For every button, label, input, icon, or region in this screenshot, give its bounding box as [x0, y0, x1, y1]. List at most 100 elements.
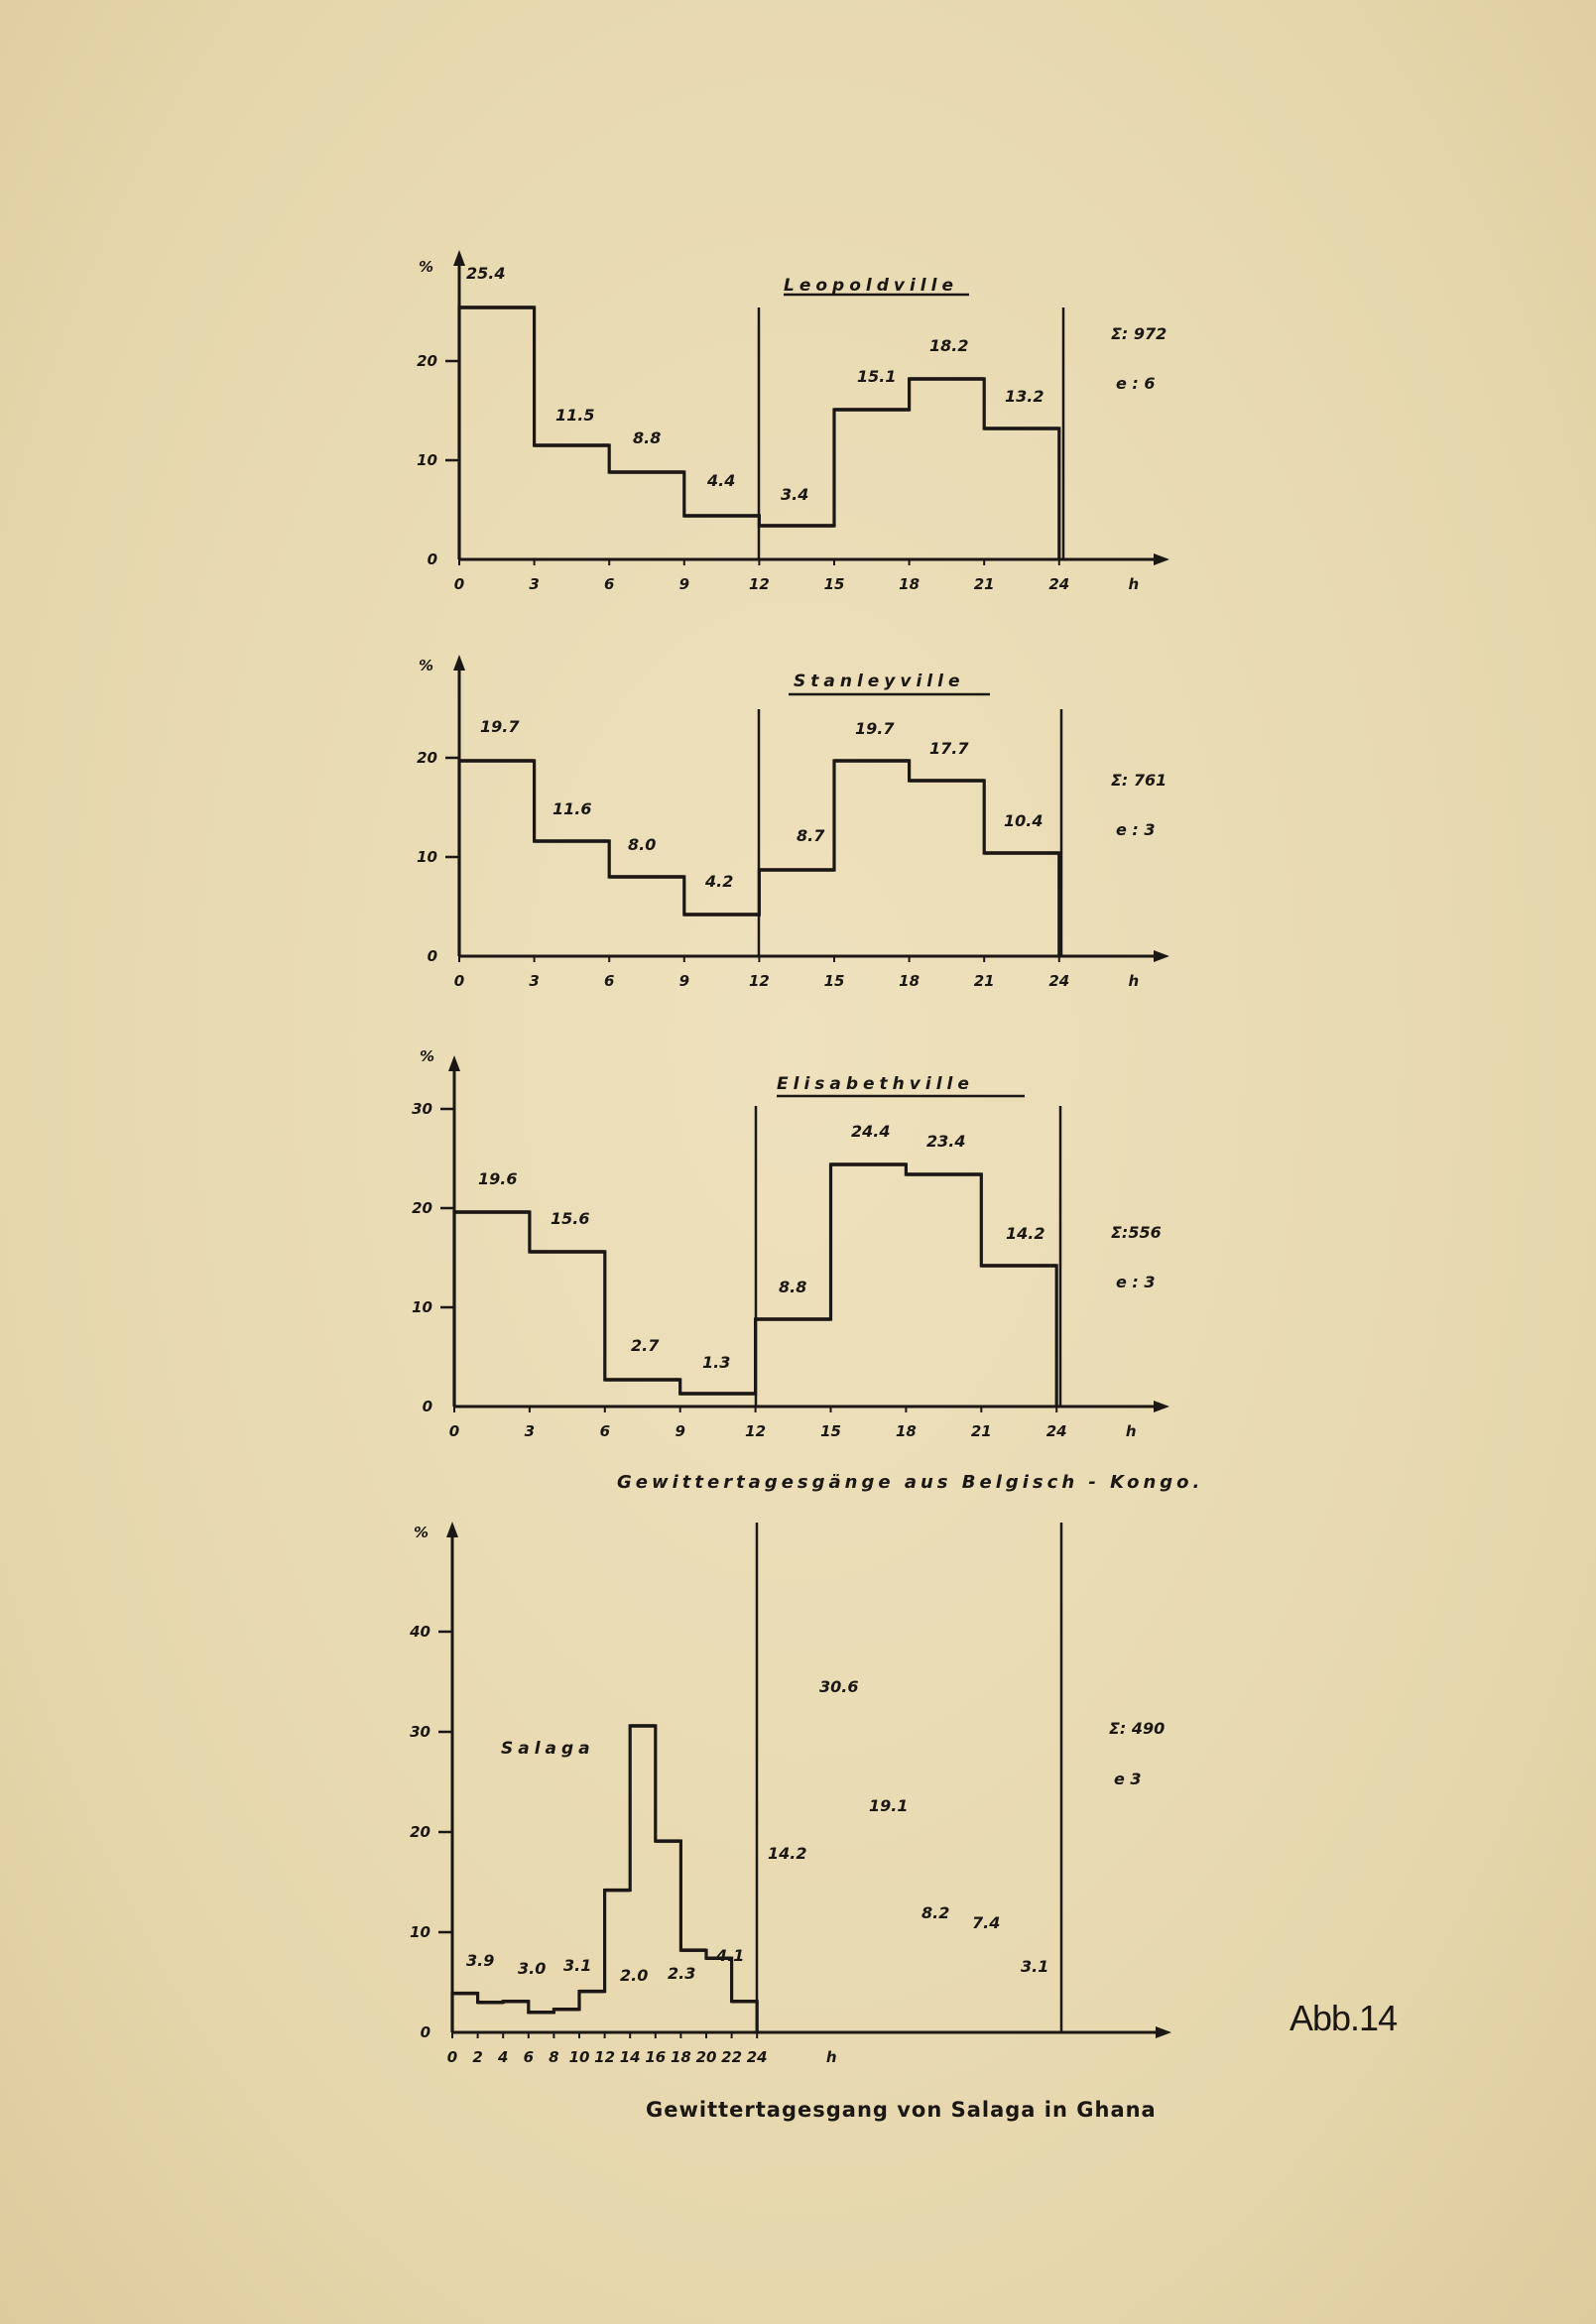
x-tick-label: 18	[899, 575, 920, 593]
x-tick-label: 10	[569, 2048, 590, 2066]
data-label: 2.7	[631, 1336, 660, 1355]
x-tick-label: 0	[454, 972, 464, 990]
x-tick-label: 6	[524, 2048, 534, 2066]
data-label: 7.4	[972, 1913, 1000, 1932]
x-tick-label: 6	[604, 575, 614, 593]
y-tick-label: 0	[421, 2023, 430, 2041]
x-axis-arrow	[1156, 2026, 1171, 2038]
x-tick-label: 24	[1048, 575, 1069, 593]
data-label: 13.2	[1005, 387, 1044, 406]
y-axis-arrow	[446, 1522, 458, 1537]
data-label: 15.1	[857, 367, 896, 386]
data-label: 11.6	[552, 799, 591, 818]
x-axis-arrow	[1154, 950, 1169, 962]
x-tick-label: 21	[971, 1422, 992, 1440]
x-tick-label: 15	[820, 1422, 841, 1440]
x-axis-unit-label: h	[1128, 575, 1139, 593]
chart-title: Salaga	[501, 1739, 595, 1759]
sigma-label: Σ: 490	[1109, 1719, 1165, 1738]
x-tick-label: 24	[1048, 972, 1069, 990]
x-tick-label: 18	[899, 972, 920, 990]
x-axis-arrow	[1154, 553, 1169, 565]
data-label: 8.2	[921, 1903, 949, 1922]
data-label: 11.5	[555, 406, 594, 425]
data-label: 23.4	[926, 1132, 965, 1151]
x-tick-label: 15	[824, 972, 845, 990]
y-tick-label: 10	[417, 451, 437, 469]
data-label: 4.4	[706, 471, 735, 490]
x-tick-label: 16	[645, 2048, 666, 2066]
y-axis-arrow	[453, 655, 465, 671]
data-label: 25.4	[466, 264, 505, 283]
data-label: 8.8	[633, 428, 661, 447]
y-tick-label: 0	[428, 550, 437, 568]
x-axis-unit-label: h	[1126, 1422, 1137, 1440]
step-outline	[457, 306, 1061, 559]
data-label: 30.6	[819, 1677, 858, 1696]
data-label: 19.7	[855, 719, 895, 738]
chart-title: Stanleyville	[794, 672, 964, 691]
data-label: 2.0	[620, 1966, 648, 1985]
y-axis-arrow	[448, 1055, 460, 1071]
e-label: e 3	[1114, 1770, 1142, 1788]
y-axis-unit-label: %	[419, 657, 433, 674]
x-tick-label: 0	[449, 1422, 459, 1440]
x-tick-label: 18	[671, 2048, 691, 2066]
x-tick-label: 4	[497, 2048, 508, 2066]
y-tick-label: 30	[410, 1723, 430, 1741]
y-tick-label: 10	[417, 848, 437, 866]
x-tick-label: 18	[896, 1422, 917, 1440]
charts-group: 0 10 20 0 3 6 9 12 15 18 21 24% h 25.4 11.5 8.8 4.4 3.4 15…	[409, 250, 1171, 2066]
x-tick-label: 24	[747, 2048, 768, 2066]
x-tick-label: 6	[600, 1422, 610, 1440]
y-tick-label: 20	[417, 749, 437, 767]
e-label: e : 3	[1116, 820, 1156, 839]
x-tick-label: 12	[749, 972, 770, 990]
data-label: 3.1	[1021, 1957, 1048, 1976]
sigma-label: Σ: 761	[1111, 771, 1166, 790]
sigma-label: Σ:556	[1111, 1223, 1162, 1242]
y-tick-label: 20	[410, 1823, 430, 1841]
x-tick-label: 24	[1046, 1422, 1067, 1440]
data-label: 18.2	[929, 336, 968, 355]
data-label: 8.0	[628, 835, 656, 854]
x-tick-label: 12	[594, 2048, 615, 2066]
data-label: 3.1	[563, 1956, 591, 1975]
data-label: 24.4	[851, 1122, 890, 1141]
data-label: 19.1	[869, 1796, 908, 1815]
data-label: 4.2	[704, 872, 733, 891]
y-axis-unit-label: %	[414, 1524, 429, 1541]
data-label: 14.2	[768, 1844, 806, 1863]
y-tick-label: 10	[412, 1298, 432, 1316]
data-label: 3.4	[781, 485, 808, 504]
x-axis-unit-label: h	[1128, 972, 1139, 990]
caption-salaga: Gewittertagesgang von Salaga in Ghana	[646, 2098, 1157, 2122]
x-tick-label: 21	[974, 575, 995, 593]
y-tick-label: 0	[423, 1398, 432, 1415]
y-axis-arrow	[453, 250, 465, 266]
data-label: 8.8	[779, 1278, 806, 1296]
chart-title: Elisabethville	[777, 1074, 974, 1094]
e-label: e : 6	[1116, 374, 1156, 393]
step-outline	[457, 759, 1061, 956]
data-label: 14.2	[1006, 1224, 1044, 1243]
data-label: 8.7	[797, 826, 825, 845]
data-label: 3.0	[518, 1959, 546, 1978]
data-label: 2.3	[668, 1964, 695, 1983]
data-label: 10.4	[1004, 811, 1043, 830]
chart-title: Leopoldville	[784, 276, 958, 296]
x-tick-label: 3	[529, 575, 539, 593]
x-tick-label: 8	[549, 2048, 558, 2066]
y-axis-unit-label: %	[420, 1047, 434, 1065]
sigma-label: Σ: 972	[1111, 324, 1166, 343]
x-tick-label: 9	[679, 972, 689, 990]
x-axis-unit-label: h	[826, 2048, 837, 2066]
y-tick-label: 40	[409, 1623, 430, 1641]
x-tick-label: 22	[721, 2048, 742, 2066]
caption-belgisch-kongo: Gewittertagesgänge aus Belgisch - Kongo.	[617, 1472, 1203, 1493]
